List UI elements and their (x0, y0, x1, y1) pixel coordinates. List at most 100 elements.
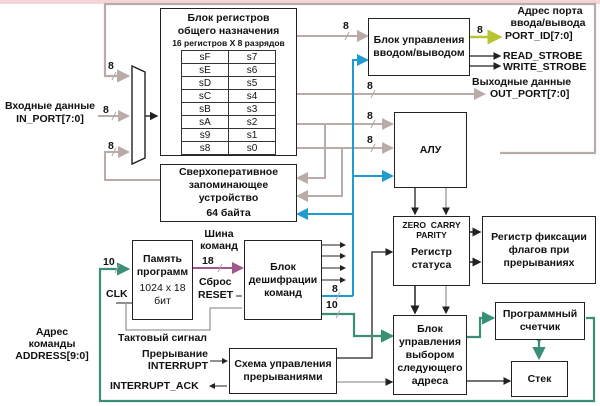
program-counter-block: Программный счетчик (495, 302, 585, 340)
decoder-line-1: Блок (270, 260, 296, 273)
register-cell: s3 (228, 102, 276, 116)
register-file-block: Блок регистров общего назначения 16 реги… (160, 8, 297, 156)
port-id-label-1: Адрес порта (517, 5, 583, 17)
port-id-label-2: ввода/вывода (510, 17, 586, 29)
alu-feedback-bus (103, 2, 597, 155)
bus-width-address-in: 10 (103, 256, 115, 268)
out-port-label: Выходные данные (472, 76, 572, 88)
instruction-decoder-block: Блок дешифрации команд (244, 240, 322, 320)
address-signal: ADDRESS[9:0] (15, 350, 89, 362)
decoder-line-3: команд (264, 286, 302, 299)
scratchpad-addr-a (296, 124, 326, 184)
decoder-addr-bus (322, 312, 395, 343)
reset-label: Сброс (199, 276, 232, 288)
clk-signal: CLK (106, 288, 128, 300)
register-cell: sF (181, 50, 229, 64)
bus-width-decoder-addr: 10 (326, 299, 338, 311)
blue-control-bus (352, 54, 369, 296)
interrupt-label: Прерывание (142, 348, 208, 360)
next-address-line-3: выбором (405, 348, 455, 361)
register-cell: s4 (228, 89, 276, 103)
instr-bus-label-1: Шина (204, 228, 234, 240)
bus-width-io-in: 8 (343, 20, 349, 32)
register-cell: sD (181, 76, 229, 90)
int-flags-line-3: прерываниях (503, 256, 575, 269)
scratchpad-line-3: устройство (198, 192, 259, 204)
int-flags-line-1: Регистр фиксации (491, 230, 587, 243)
scratchpad-line-1: Сверхоперативное (178, 166, 279, 178)
register-cell: sA (181, 115, 229, 129)
program-memory-line-2: программ (136, 265, 189, 278)
bus-width-instr-bus: 18 (202, 255, 214, 267)
bus-width-mux-bot: 8 (108, 140, 114, 152)
reset-signal: RESET (198, 289, 234, 301)
register-cell: sB (181, 102, 229, 116)
next-address-line-1: Блок (417, 322, 443, 335)
register-file-title-1: Блок регистров (187, 12, 270, 24)
address-label-2: команды (28, 338, 76, 350)
scratchpad-addr-b (296, 148, 343, 202)
bus-width-decoder-const: 8 (332, 283, 338, 295)
register-cell: s2 (228, 115, 276, 129)
int-flags-line-2: флагов при (508, 243, 570, 256)
stack-block: Стек (511, 361, 568, 397)
read-strobe-signal: READ_STROBE (503, 50, 583, 62)
program-memory-size: 1024 x 18 (139, 281, 186, 294)
register-cell: sC (181, 89, 229, 103)
status-line-1: Регистр (411, 246, 452, 258)
next-address-line-2: управления (398, 335, 462, 348)
pc-line-2: счетчик (519, 321, 561, 333)
interrupt-control-block: Схема управления прерываниями (229, 348, 337, 394)
scratchpad-size: 64 байта (206, 207, 251, 219)
int-control-line-1: Схема управления (234, 358, 332, 370)
next-address-line-4: следующего (397, 361, 463, 374)
in-port-label: Входные данные (4, 100, 96, 112)
scratchpad-feedback-bus (104, 146, 162, 181)
bus-width-alu-a: 8 (367, 110, 373, 122)
out-port-signal: OUT_PORT[7:0] (490, 88, 570, 100)
program-memory-unit: бит (154, 294, 171, 307)
input-multiplexer (131, 64, 146, 166)
next-to-pc-bus (467, 311, 496, 339)
register-file-title-2: общего назначения (177, 25, 280, 37)
register-cell: s1 (228, 128, 276, 142)
address-label-1: Адрес (35, 326, 69, 338)
address-bus-loop (98, 262, 596, 403)
bus-width-port-id: 8 (477, 24, 483, 36)
decoder-line-2: дешифрации (248, 273, 318, 286)
next-address-line-5: адреса (411, 374, 449, 387)
bus-width-alu-b: 8 (367, 134, 373, 146)
scratchpad-line-2: запоминающее (188, 179, 269, 191)
scratchpad-memory-block: Сверхоперативное запоминающее устройство… (160, 164, 297, 222)
interrupt-flags-register-block: Регистр фиксации флагов при прерываниях (482, 216, 596, 284)
stack-label: Стек (527, 372, 552, 385)
top-band (0, 0, 600, 4)
int-control-line-2: прерываниями (243, 371, 323, 383)
clock-line (125, 303, 242, 331)
register-cell: s9 (181, 128, 229, 142)
next-address-control-block: Блок управления выбором следующего адрес… (393, 315, 467, 395)
clock-label: Тактовый сигнал (118, 332, 207, 344)
alu-block: АЛУ (394, 112, 467, 188)
status-flags-line-2: PARITY (416, 230, 447, 240)
register-cell: s6 (228, 63, 276, 77)
status-register-block: ZERO CARRY PARITY Регистр статуса (393, 216, 470, 286)
in-port-signal: IN_PORT[7:0] (16, 113, 84, 125)
alu-label: АЛУ (419, 143, 442, 156)
instr-bus-label-2: команд (200, 240, 238, 252)
write-strobe-signal: WRITE_STROBE (503, 61, 587, 73)
port-id-signal: PORT_ID[7:0] (505, 30, 573, 42)
interrupt-signal: INTERRUPT (147, 360, 208, 372)
register-cell: s5 (228, 76, 276, 90)
register-file-subtitle: 16 регистров X 8 разрядов (172, 38, 285, 48)
bus-width-mux-mid: 8 (103, 104, 109, 116)
